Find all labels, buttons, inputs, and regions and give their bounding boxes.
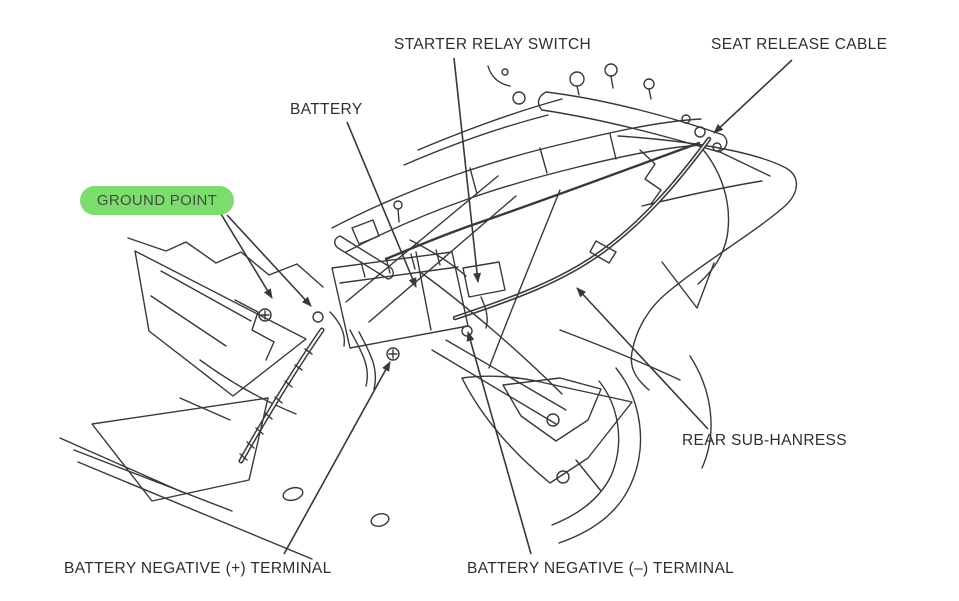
tail-cowl: [617, 135, 798, 391]
corrugated-hose: [238, 327, 325, 464]
label-rear-sub-harness: REAR SUB-HANRESS: [682, 432, 847, 449]
leader-starter-relay-switch: [453, 57, 482, 283]
seat-lock-assembly: [487, 63, 728, 205]
label-battery: BATTERY: [290, 101, 363, 118]
leader-lines-group: [220, 57, 793, 555]
rear-wheel-arcs: [551, 355, 712, 544]
rear-sub-harness-cable: [452, 136, 712, 321]
battery-box: [331, 200, 469, 349]
leader-ground-point-1: [220, 213, 273, 299]
starter-relay-box: [462, 261, 506, 329]
label-starter-relay-switch: STARTER RELAY SWITCH: [394, 36, 592, 53]
leader-rear-sub-harness: [576, 287, 709, 430]
seat-release-cable-line: [384, 141, 701, 261]
leader-battery-positive: [283, 361, 391, 555]
label-battery-positive-terminal: BATTERY NEGATIVE (+) TERMINAL: [64, 560, 332, 577]
label-seat-release-cable: SEAT RELEASE CABLE: [711, 36, 888, 53]
artwork-group: [59, 63, 798, 560]
seat-rail-frame: [331, 98, 704, 253]
wiring-bundle: [329, 311, 377, 390]
positive-terminal-bolt: [386, 347, 400, 361]
label-battery-negative-terminal: BATTERY NEGATIVE (–) TERMINAL: [467, 560, 735, 577]
leader-battery-negative: [466, 331, 532, 555]
swingarm-bracket: [461, 375, 633, 484]
leader-battery: [346, 121, 417, 288]
leader-seat-release-cable: [713, 59, 793, 134]
left-fairing: [127, 237, 324, 421]
lower-fairing-panel: [59, 397, 390, 560]
frame-diagonals: [345, 175, 681, 425]
ground-point-highlight[interactable]: GROUND POINT: [80, 186, 234, 215]
leader-ground-point-2: [226, 214, 312, 307]
negative-terminal-bolt: [461, 325, 473, 337]
